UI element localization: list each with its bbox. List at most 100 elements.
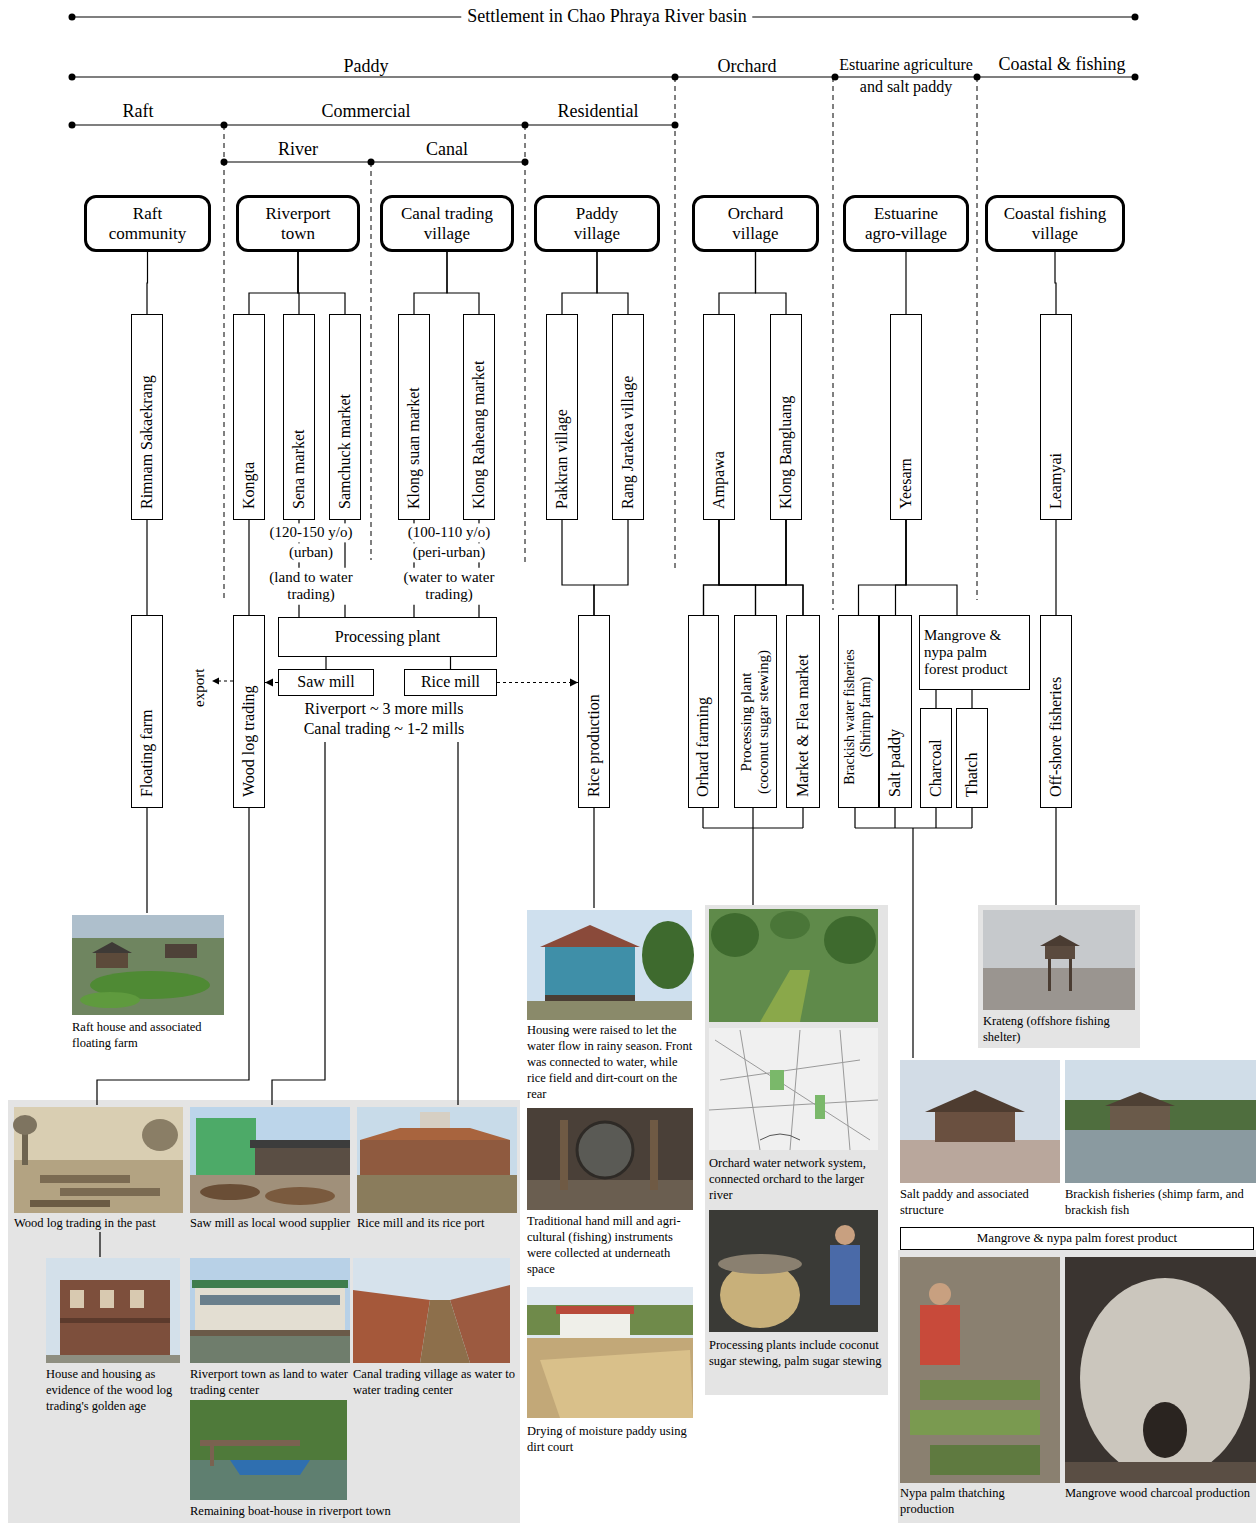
category-label: (120-150 y/o) bbox=[266, 523, 357, 542]
photo-orchard bbox=[711, 913, 759, 957]
photo-sawmill bbox=[190, 1175, 350, 1213]
photo-processing bbox=[718, 1254, 802, 1274]
node-text: Rice mill bbox=[421, 673, 480, 691]
photo-paddyhouse bbox=[527, 1001, 692, 1020]
category-label: export bbox=[191, 669, 208, 707]
photo-orchard bbox=[770, 911, 810, 939]
category-label: River bbox=[278, 139, 318, 160]
node-text: Thatch bbox=[963, 753, 981, 797]
photo-sawmill bbox=[190, 1107, 350, 1213]
photo-paddyhouse bbox=[540, 925, 640, 947]
connector bbox=[325, 657, 326, 669]
photo-woodlog bbox=[13, 1115, 37, 1135]
place-box: Leamyai bbox=[1040, 314, 1072, 520]
photo-house bbox=[46, 1355, 180, 1363]
photo-sawmill bbox=[250, 1140, 350, 1148]
category-label: Paddy bbox=[344, 56, 389, 77]
node-text: Rimnam Sakaekrang bbox=[138, 375, 156, 509]
category-label: Commercial bbox=[322, 101, 411, 122]
photo-caption: Drying of moisture paddy using dirt cour… bbox=[527, 1423, 697, 1455]
node-text: Leamyai bbox=[1047, 453, 1065, 509]
category-label: Residential bbox=[558, 101, 639, 122]
photo-caption: House and housing as evidence of the woo… bbox=[46, 1366, 182, 1414]
connector bbox=[786, 520, 803, 615]
photo-ricemill bbox=[360, 1140, 510, 1175]
photo-map bbox=[815, 1095, 825, 1119]
node-text: Klong Bangluang bbox=[777, 396, 795, 509]
node-text: Coastal fishing village bbox=[1000, 204, 1110, 243]
photo-brackish bbox=[1105, 1092, 1175, 1106]
node-text: Raft community bbox=[103, 204, 193, 243]
photo-nypa bbox=[920, 1305, 960, 1365]
node-text: Orhard farming bbox=[694, 697, 712, 797]
node-text: Kongta bbox=[240, 462, 258, 509]
photo-panel bbox=[978, 905, 1140, 1048]
connector bbox=[265, 682, 278, 683]
settlement-box: Orchard village bbox=[692, 195, 819, 252]
photo-charcoal bbox=[1065, 1462, 1256, 1483]
photo-caption: Riverport town as land to water trading … bbox=[190, 1366, 350, 1398]
place-box: Yeesarn bbox=[890, 314, 922, 520]
photo-raft bbox=[80, 992, 140, 1008]
photo-sawmill bbox=[255, 1148, 350, 1176]
photo-woodlog bbox=[142, 1119, 178, 1151]
place-box: Rang Jarakea village bbox=[612, 314, 644, 520]
photo-raft bbox=[165, 944, 197, 958]
place-box: Salt paddy bbox=[879, 615, 912, 808]
photo-paddyhouse bbox=[545, 945, 635, 995]
photo-caption: Canal trading village as water to water … bbox=[353, 1366, 518, 1398]
photo-processing bbox=[709, 1210, 878, 1332]
photo-saltpaddy bbox=[925, 1090, 1025, 1112]
node-text: Processing plant bbox=[335, 628, 440, 646]
place-box: Ampawa bbox=[703, 314, 735, 520]
connector bbox=[719, 520, 756, 615]
settlement-box: Estuarine agro-village bbox=[843, 195, 969, 252]
photo-riverport bbox=[190, 1336, 350, 1363]
node-text: Floating farm bbox=[138, 709, 156, 797]
category-label: (peri-urban) bbox=[409, 543, 489, 562]
connector bbox=[756, 252, 787, 314]
photo-nypa bbox=[900, 1257, 1060, 1483]
photo-boathouse bbox=[200, 1440, 300, 1446]
connector bbox=[450, 657, 451, 669]
export-arrowhead bbox=[212, 678, 219, 685]
settlement-box: Canal trading village bbox=[380, 195, 514, 252]
category-label: Canal trading ~ 1-2 mills bbox=[304, 720, 465, 738]
node-text: Wood log trading bbox=[240, 685, 258, 797]
category-label: Riverport ~ 3 more mills bbox=[305, 700, 464, 718]
photo-woodlog bbox=[14, 1160, 183, 1213]
photo-caption: Brackish fisheries (shimp farm, and brac… bbox=[1065, 1186, 1251, 1218]
photo-krateng bbox=[1045, 945, 1075, 959]
photo-handmill bbox=[650, 1120, 658, 1190]
photo-saltpaddy bbox=[900, 1060, 1060, 1183]
connector bbox=[146, 520, 147, 615]
place-box: Klong Raheang market bbox=[463, 314, 495, 520]
settlement-box: Raft community bbox=[84, 195, 211, 252]
photo-caption: Wood log trading in the past bbox=[14, 1215, 189, 1231]
photo-house bbox=[60, 1280, 170, 1358]
photo-boathouse bbox=[210, 1446, 214, 1466]
product-box: Mangrove & nypa palm forest product bbox=[919, 615, 1030, 690]
connector bbox=[896, 520, 907, 615]
photo-drying bbox=[540, 1350, 693, 1418]
photo-paddyhouse bbox=[545, 995, 635, 1001]
photo-house bbox=[130, 1290, 144, 1308]
node-text: Klong Raheang market bbox=[470, 361, 488, 509]
photo-raft bbox=[92, 942, 132, 953]
photo-boathouse bbox=[190, 1400, 347, 1500]
photo-woodlog bbox=[40, 1175, 130, 1183]
connector bbox=[704, 520, 720, 615]
photo-nypa bbox=[920, 1380, 1040, 1400]
connector bbox=[1055, 252, 1056, 314]
photo-orchard bbox=[760, 970, 810, 1022]
connector bbox=[935, 690, 936, 708]
connector bbox=[146, 252, 148, 314]
category-label: (urban) bbox=[285, 543, 337, 562]
photo-canal bbox=[420, 1300, 470, 1363]
connector bbox=[971, 690, 972, 708]
process-box: Processing plant bbox=[278, 617, 497, 657]
photo-map bbox=[760, 1134, 800, 1140]
photo-house bbox=[46, 1258, 180, 1363]
photo-map bbox=[709, 1030, 878, 1150]
photo-house bbox=[100, 1290, 114, 1308]
